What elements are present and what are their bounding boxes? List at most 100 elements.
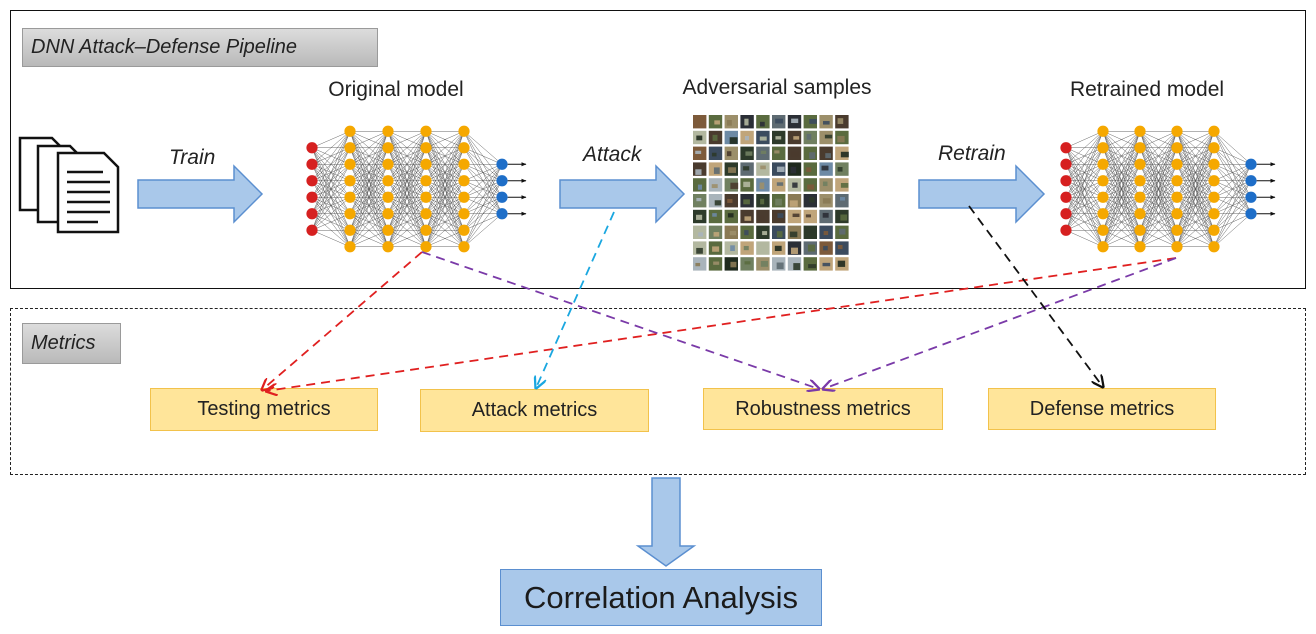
connection bbox=[1176, 131, 1215, 165]
connection bbox=[349, 164, 389, 247]
connection bbox=[311, 131, 351, 165]
sample-detail bbox=[840, 182, 849, 188]
neuron-node bbox=[1208, 191, 1220, 203]
neuron-node bbox=[344, 125, 356, 137]
sample-detail bbox=[808, 264, 817, 269]
connection bbox=[1176, 213, 1215, 247]
neuron-node bbox=[1208, 208, 1220, 220]
sample-detail bbox=[825, 153, 831, 159]
neuron-node bbox=[1060, 208, 1072, 220]
sample-detail bbox=[840, 197, 846, 201]
sample-detail bbox=[760, 198, 765, 205]
connection bbox=[1139, 230, 1178, 247]
neuron-node bbox=[1245, 158, 1257, 170]
original-to-robustness-link bbox=[421, 251, 819, 389]
pipeline-frame bbox=[10, 10, 1306, 289]
connection bbox=[1102, 131, 1141, 231]
connection bbox=[1065, 131, 1104, 148]
neuron-node bbox=[420, 125, 432, 137]
connection bbox=[1213, 180, 1252, 247]
sample-detail bbox=[696, 214, 703, 220]
connection bbox=[425, 131, 465, 214]
retrained-to-robustness-link bbox=[823, 257, 1177, 389]
neuron-node bbox=[306, 142, 318, 154]
sample-detail bbox=[743, 199, 750, 205]
sample-detail bbox=[777, 213, 784, 218]
connection bbox=[311, 131, 351, 231]
neuron-node bbox=[1097, 175, 1109, 187]
connection bbox=[1213, 164, 1252, 198]
sample-detail bbox=[776, 231, 783, 238]
connection bbox=[1102, 180, 1141, 247]
connection bbox=[1176, 131, 1215, 181]
connection bbox=[463, 164, 503, 247]
connection bbox=[425, 131, 465, 247]
connection bbox=[349, 131, 389, 148]
robustness-metrics-box: Robustness metrics bbox=[703, 388, 943, 430]
neuron-node bbox=[1097, 125, 1109, 137]
neuron-node bbox=[306, 208, 318, 220]
sample-detail bbox=[809, 197, 815, 203]
connection bbox=[349, 180, 389, 247]
neuron-node bbox=[306, 158, 318, 170]
retrain-arrow bbox=[918, 164, 1046, 224]
neuron-node bbox=[1208, 224, 1220, 236]
sample-detail bbox=[807, 184, 815, 190]
connection bbox=[1102, 164, 1141, 247]
connection bbox=[1102, 230, 1141, 247]
sample-detail bbox=[730, 261, 737, 268]
sample-detail bbox=[759, 182, 765, 190]
pipeline-title: DNN Attack–Defense Pipeline bbox=[22, 28, 378, 67]
adversarial-sample bbox=[803, 257, 817, 271]
neuron-node bbox=[344, 175, 356, 187]
neuron-node bbox=[458, 142, 470, 154]
connection bbox=[1065, 147, 1104, 231]
neuron-node bbox=[344, 142, 356, 154]
attack-label: Attack bbox=[583, 143, 642, 166]
metrics-title: Metrics bbox=[22, 323, 121, 364]
sample-detail bbox=[730, 245, 735, 252]
connection bbox=[1176, 131, 1215, 231]
connection bbox=[463, 164, 503, 231]
connection bbox=[387, 230, 427, 247]
connection bbox=[387, 213, 427, 247]
neuron-node bbox=[382, 224, 394, 236]
neuron-node bbox=[420, 142, 432, 154]
neuron-node bbox=[1134, 175, 1146, 187]
connection bbox=[311, 131, 351, 214]
sample-detail bbox=[743, 245, 749, 251]
neuron-node bbox=[306, 191, 318, 203]
sample-detail bbox=[806, 167, 812, 172]
sample-detail bbox=[776, 182, 784, 186]
connection bbox=[1065, 131, 1104, 198]
neuron-node bbox=[1171, 158, 1183, 170]
adversarial-samples-label: Adversarial samples bbox=[682, 76, 872, 99]
connection bbox=[425, 197, 465, 247]
neuron-node bbox=[382, 175, 394, 187]
neuron-node bbox=[1208, 142, 1220, 154]
metrics-frame bbox=[10, 308, 1306, 475]
neuron-node bbox=[1097, 142, 1109, 154]
sample-detail bbox=[821, 165, 829, 171]
neuron-node bbox=[1245, 208, 1257, 220]
sample-detail bbox=[744, 216, 752, 221]
neuron-node bbox=[1171, 224, 1183, 236]
neuron-node bbox=[458, 208, 470, 220]
connection bbox=[1139, 147, 1178, 247]
sample-detail bbox=[840, 214, 848, 221]
neuron-node bbox=[1171, 125, 1183, 137]
neuron-node bbox=[496, 208, 508, 220]
sample-detail bbox=[696, 135, 703, 141]
neuron-node bbox=[1060, 191, 1072, 203]
sample-detail bbox=[837, 260, 846, 267]
connection bbox=[1065, 131, 1104, 165]
sample-detail bbox=[744, 261, 751, 265]
sample-detail bbox=[822, 198, 831, 204]
sample-detail bbox=[743, 166, 750, 171]
neuron-node bbox=[1097, 224, 1109, 236]
connection bbox=[1102, 131, 1141, 247]
connection bbox=[349, 131, 389, 247]
connection bbox=[1139, 131, 1178, 214]
sample-detail bbox=[775, 198, 782, 206]
sample-detail bbox=[711, 184, 718, 189]
